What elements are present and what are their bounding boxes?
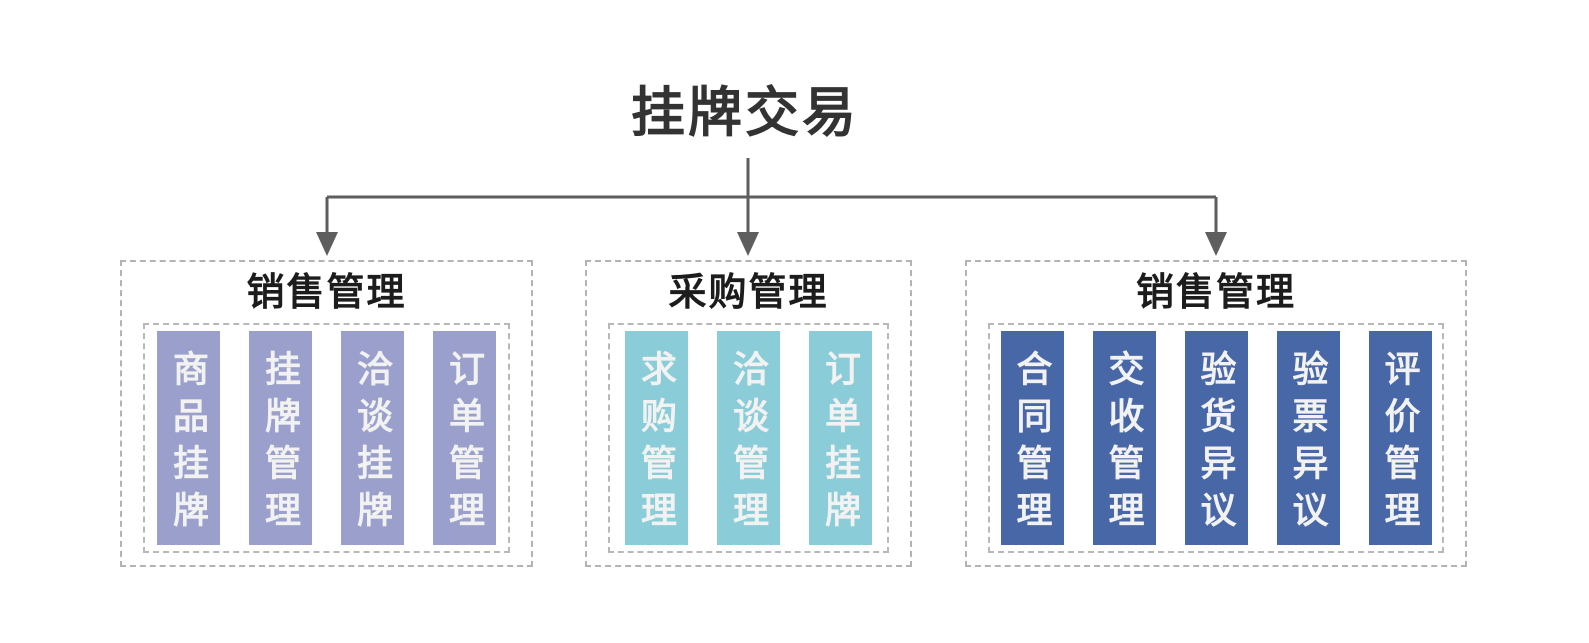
bar: 洽谈挂牌 [341,331,404,545]
bar: 合同管理 [1000,331,1064,545]
bar: 评价管理 [1368,331,1432,545]
page-title: 挂牌交易 [631,83,859,143]
bar: 订单挂牌 [809,331,872,545]
group-title: 销售管理 [1135,272,1296,314]
group-box-procurement: 采购管理 求购管理 洽谈管理 订单挂牌 [585,260,912,567]
bar: 商品挂牌 [157,331,220,545]
bar-list: 求购管理 洽谈管理 订单挂牌 [608,323,889,553]
bar: 订单管理 [433,331,496,545]
arrowhead-middle-icon [737,232,759,256]
group-box-sales-left: 销售管理 商品挂牌 挂牌管理 洽谈挂牌 订单管理 [120,260,533,567]
bar-list: 合同管理 交收管理 验货异议 验票异议 评价管理 [988,323,1444,553]
bar-list: 商品挂牌 挂牌管理 洽谈挂牌 订单管理 [143,323,510,553]
arrowhead-left-icon [316,232,338,256]
connector-lines [325,158,1218,234]
bar: 验票异议 [1276,331,1340,545]
bar: 洽谈管理 [717,331,780,545]
bar: 交收管理 [1092,331,1156,545]
arrowhead-right-icon [1205,232,1227,256]
bar: 验货异议 [1184,331,1248,545]
group-box-sales-right: 销售管理 合同管理 交收管理 验货异议 验票异议 评价管理 [965,260,1467,567]
group-title: 销售管理 [246,272,407,314]
bar: 挂牌管理 [249,331,312,545]
group-title: 采购管理 [668,272,829,314]
bar: 求购管理 [625,331,688,545]
